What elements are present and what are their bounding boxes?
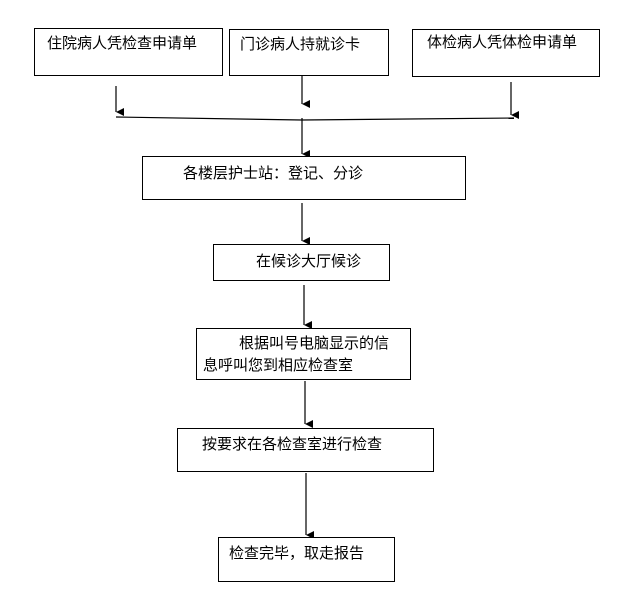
node-exam: 按要求在各检查室进行检查 bbox=[177, 428, 434, 472]
node-inpatient: 住院病人凭检查申请单 bbox=[34, 28, 223, 76]
node-exam-label: 按要求在各检查室进行检查 bbox=[202, 435, 383, 453]
node-waiting-hall-label: 在候诊大厅候诊 bbox=[256, 252, 362, 270]
node-nurse-station-label: 各楼层护士站：登记、分诊 bbox=[183, 164, 364, 182]
node-call-info-line1: 根据叫号电脑显示的信 bbox=[239, 334, 390, 352]
node-call-info: 根据叫号电脑显示的信 息呼叫您到相应检查室 bbox=[196, 328, 411, 380]
node-waiting-hall: 在候诊大厅候诊 bbox=[213, 244, 390, 281]
node-finish: 检查完毕，取走报告 bbox=[218, 537, 395, 582]
node-physical-label: 体检病人凭体检申请单 bbox=[427, 33, 578, 51]
node-nurse-station: 各楼层护士站：登记、分诊 bbox=[142, 156, 466, 200]
node-outpatient-label: 门诊病人持就诊卡 bbox=[240, 35, 361, 53]
node-outpatient: 门诊病人持就诊卡 bbox=[229, 29, 389, 76]
merge-line-left bbox=[115, 116, 303, 121]
merge-line-right bbox=[301, 117, 515, 121]
node-call-info-line2: 息呼叫您到相应检查室 bbox=[203, 356, 354, 374]
node-finish-label: 检查完毕，取走报告 bbox=[229, 544, 365, 562]
node-physical: 体检病人凭体检申请单 bbox=[412, 29, 600, 77]
node-inpatient-label: 住院病人凭检查申请单 bbox=[47, 34, 198, 52]
